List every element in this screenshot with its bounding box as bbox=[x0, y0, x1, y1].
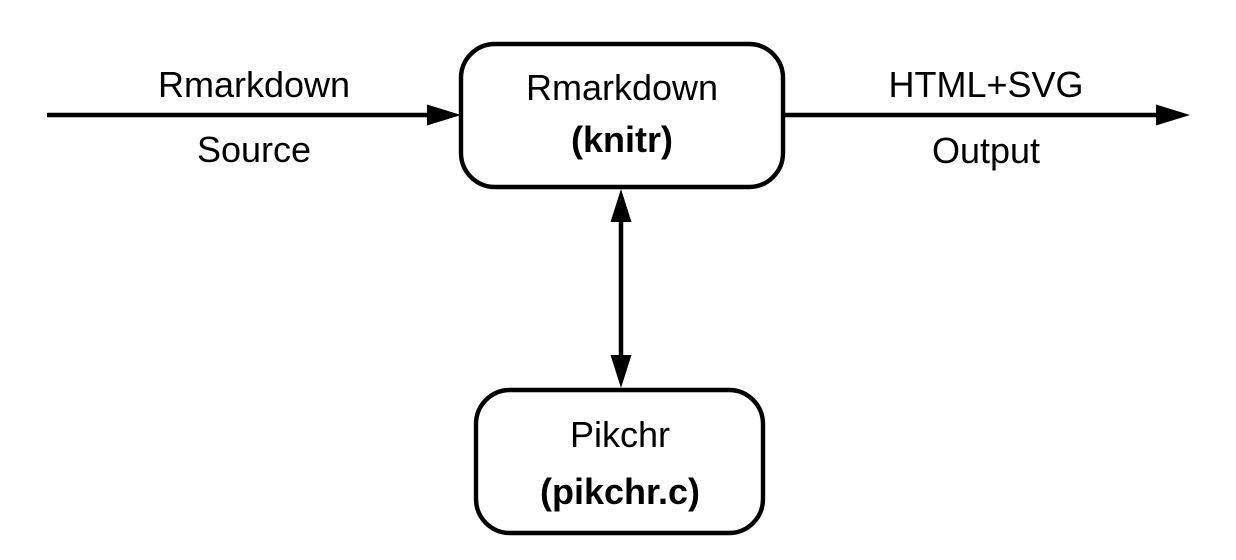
link-arrowhead-up-icon bbox=[610, 189, 632, 222]
output-edge-label-bottom: Output bbox=[932, 130, 1040, 171]
input-edge-label-top: Rmarkdown bbox=[158, 64, 350, 105]
input-edge-label-bottom: Source bbox=[197, 129, 311, 170]
pikchr-box bbox=[473, 387, 766, 536]
pikchr-subtitle: (pikchr.c) bbox=[540, 471, 700, 512]
edge-knitr-pikchr bbox=[610, 189, 632, 388]
rmarkdown-knitr-subtitle: (knitr) bbox=[571, 119, 673, 160]
edge-output: HTML+SVG Output bbox=[783, 64, 1190, 171]
pikchr-title: Pikchr bbox=[570, 414, 670, 455]
node-pikchr: Pikchr (pikchr.c) bbox=[473, 387, 766, 536]
input-arrowhead-icon bbox=[427, 104, 461, 126]
rmarkdown-knitr-title: Rmarkdown bbox=[526, 67, 718, 108]
rmarkdown-knitr-box bbox=[458, 41, 786, 190]
link-arrowhead-down-icon bbox=[610, 355, 632, 388]
output-arrowhead-icon bbox=[1156, 104, 1190, 126]
output-edge-label-top: HTML+SVG bbox=[888, 64, 1083, 105]
node-rmarkdown-knitr: Rmarkdown (knitr) bbox=[458, 41, 786, 190]
edge-input: Rmarkdown Source bbox=[47, 64, 461, 170]
